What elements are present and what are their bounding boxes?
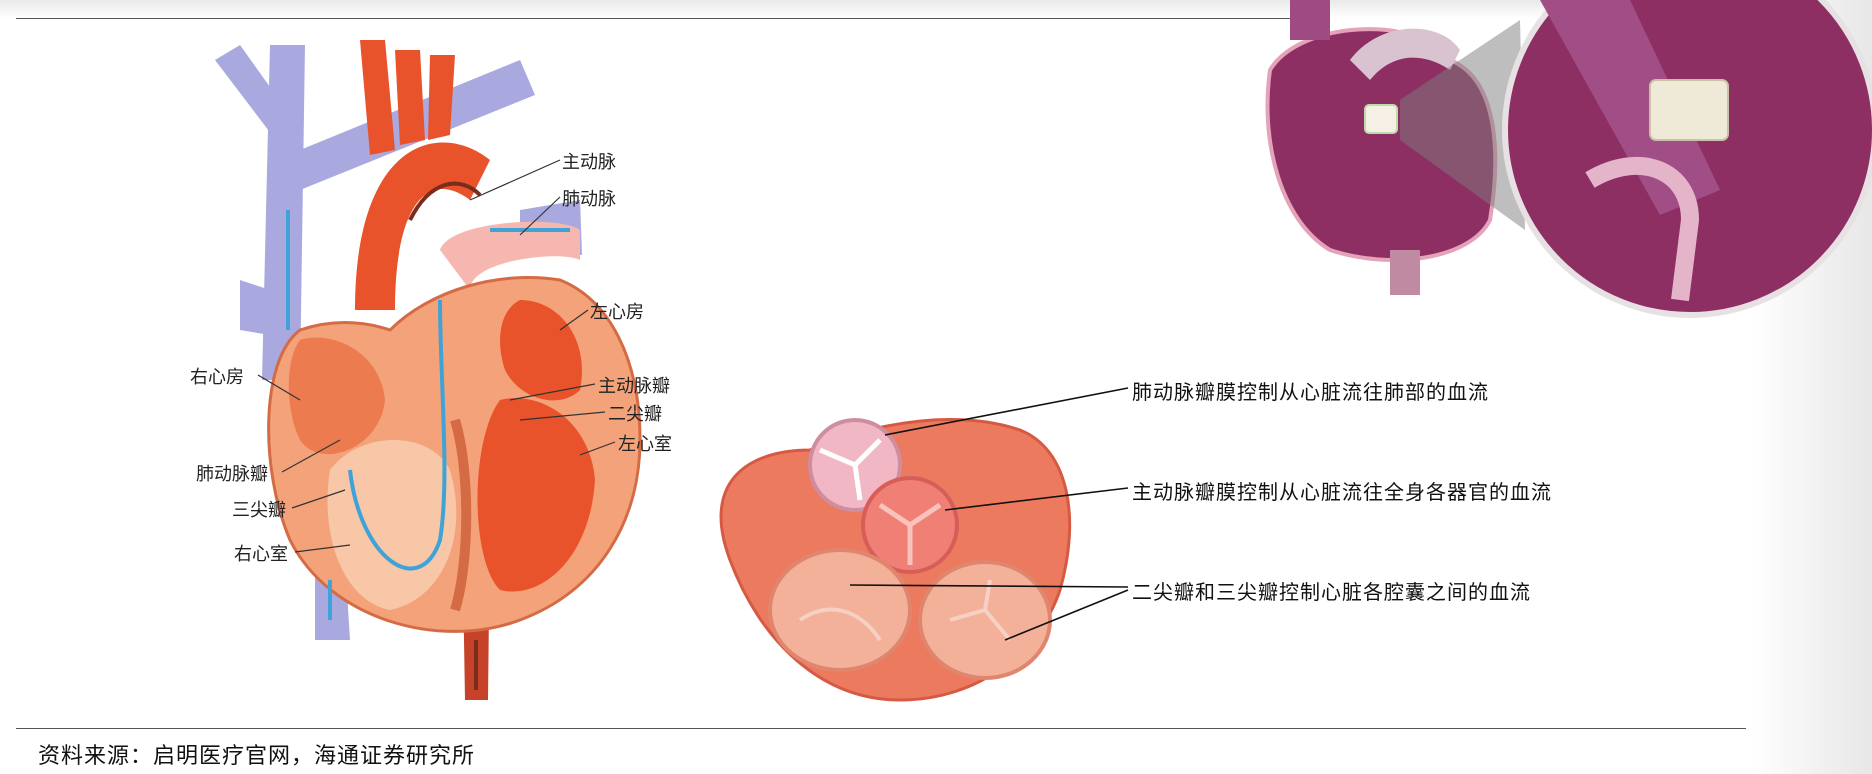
label-aorta: 主动脉 bbox=[562, 148, 616, 174]
heart-anatomy-illustration bbox=[215, 40, 640, 700]
inset-magnified-implant bbox=[1650, 80, 1728, 140]
label-aortic-valve: 主动脉瓣 bbox=[598, 372, 670, 398]
label-pulmonary-artery: 肺动脉 bbox=[562, 185, 616, 211]
valve-implant-inset bbox=[1268, 0, 1872, 315]
label-right-atrium: 右心房 bbox=[190, 363, 244, 389]
source-caption: 资料来源：启明医疗官网，海通证券研究所 bbox=[38, 738, 475, 770]
aortic-branch-2 bbox=[395, 50, 425, 145]
note-aortic-valve: 主动脉瓣膜控制从心脏流往全身各器官的血流 bbox=[1132, 476, 1552, 505]
label-tricuspid-valve: 三尖瓣 bbox=[232, 496, 286, 522]
note-mitral-tricuspid-valve: 二尖瓣和三尖瓣控制心脏各腔囊之间的血流 bbox=[1132, 576, 1531, 605]
label-pulmonary-valve: 肺动脉瓣 bbox=[196, 460, 268, 486]
label-right-ventricle: 右心室 bbox=[234, 540, 288, 566]
tricuspid-valve-ring bbox=[920, 562, 1050, 678]
label-left-atrium: 左心房 bbox=[590, 298, 644, 324]
label-mitral-valve: 二尖瓣 bbox=[608, 400, 662, 426]
inset-valve-implant bbox=[1365, 105, 1397, 133]
valve-top-view-illustration bbox=[721, 388, 1128, 700]
label-left-ventricle: 左心室 bbox=[618, 430, 672, 456]
note-pulmonary-valve: 肺动脉瓣膜控制从心脏流往肺部的血流 bbox=[1132, 376, 1489, 405]
inset-descending-vessel bbox=[1390, 250, 1420, 295]
inset-aorta bbox=[1290, 0, 1330, 40]
